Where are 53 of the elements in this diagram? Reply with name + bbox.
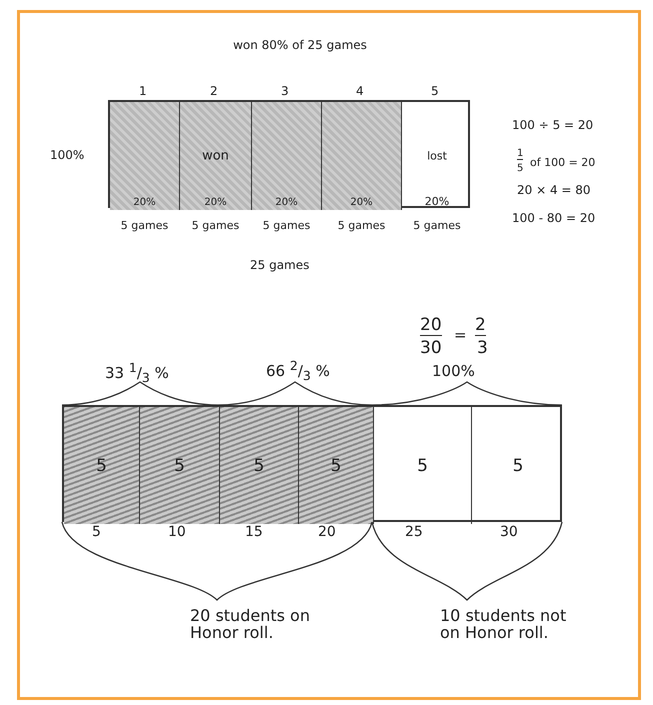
equation: of 100 = 20 bbox=[530, 156, 596, 169]
number-label: 30 bbox=[500, 524, 518, 540]
diagram-title: won 80% of 25 games bbox=[232, 38, 368, 52]
segment-label: 20% bbox=[203, 197, 228, 208]
segment-number: 2 bbox=[210, 84, 218, 98]
segment-label: 5 bbox=[173, 456, 186, 476]
segment-label: 20% bbox=[132, 197, 157, 208]
percent-label: 100% bbox=[432, 362, 475, 380]
number-label: 10 bbox=[168, 524, 186, 540]
segment-label: lost bbox=[426, 150, 448, 162]
number-label: 20 bbox=[318, 524, 336, 540]
segment-label: 20% bbox=[424, 195, 450, 208]
segment-count: 5 games bbox=[336, 219, 386, 232]
summary-note: 10 students not on Honor roll. bbox=[440, 608, 568, 642]
fraction-denominator: 5 bbox=[517, 163, 524, 174]
fraction-numerator: 2 bbox=[475, 315, 486, 336]
segment-label: 5 bbox=[416, 456, 429, 476]
percent-label: 66 $^{2}$/$_{3}$ % bbox=[266, 358, 330, 383]
segment-count: 5 games bbox=[120, 219, 170, 232]
segment-number: 4 bbox=[356, 84, 364, 98]
fraction-denominator: 3 bbox=[477, 338, 488, 358]
number-label: 25 bbox=[405, 524, 423, 540]
equation: 100 ÷ 5 = 20 bbox=[512, 118, 594, 132]
segment-label: 20% bbox=[274, 197, 299, 208]
segment-label: 20% bbox=[349, 197, 374, 208]
percent-label: 33 $^{1}$/$_{3}$ % bbox=[105, 360, 169, 385]
segment-label: 5 bbox=[330, 456, 342, 476]
total-label: 25 games bbox=[250, 258, 310, 272]
number-label: 5 bbox=[92, 524, 101, 540]
segment-label: 5 bbox=[252, 456, 266, 476]
tape-segment bbox=[64, 407, 140, 524]
summary-note: 20 students on Honor roll. bbox=[190, 608, 310, 642]
fraction-denominator: 30 bbox=[420, 338, 442, 358]
number-label: 15 bbox=[245, 524, 263, 540]
equation: 20 × 4 = 80 bbox=[517, 183, 591, 197]
fraction-numerator: 1 bbox=[517, 148, 524, 160]
equals-sign: = bbox=[454, 326, 467, 344]
segment-count: 5 games bbox=[412, 219, 462, 232]
fraction-numerator: 20 bbox=[420, 315, 442, 336]
percent-label: 100% bbox=[50, 148, 84, 162]
segment-number: 1 bbox=[139, 84, 147, 98]
segment-label: 5 bbox=[512, 456, 524, 476]
equation: 100 - 80 = 20 bbox=[512, 211, 596, 225]
segment-count: 5 games bbox=[190, 219, 240, 232]
tape-diagram-bar bbox=[62, 405, 562, 522]
segment-number: 5 bbox=[431, 84, 439, 98]
tape-segment bbox=[140, 407, 220, 524]
segment-number: 3 bbox=[281, 84, 289, 98]
tape-segment bbox=[220, 407, 299, 524]
segment-label: won bbox=[201, 148, 230, 164]
segment-count: 5 games bbox=[262, 219, 312, 232]
tape-segment bbox=[299, 407, 374, 524]
segment-label: 5 bbox=[95, 456, 108, 476]
